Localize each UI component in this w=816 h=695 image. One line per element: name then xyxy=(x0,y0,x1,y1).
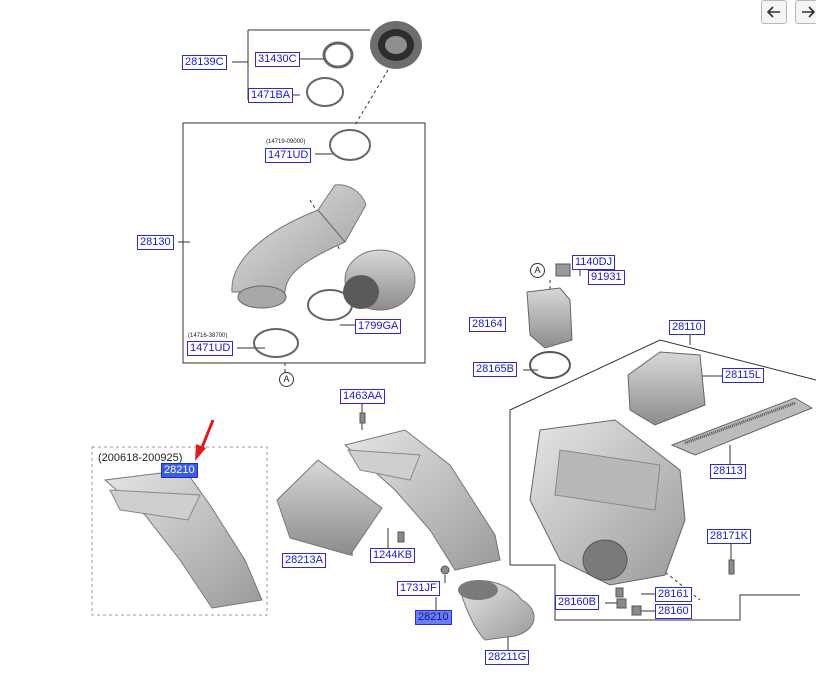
air-cleaner-assembly-part xyxy=(529,351,814,586)
part-label-28139C[interactable]: 28139C xyxy=(182,55,227,70)
bottom-clamp-note: (14716-38700) xyxy=(188,333,228,339)
arrow-right-icon xyxy=(802,6,816,18)
part-label-1463AA[interactable]: 1463AA xyxy=(340,389,386,404)
part-label-28164[interactable]: 28164 xyxy=(469,317,506,332)
part-label-28165B[interactable]: 28165B xyxy=(473,362,517,377)
duct-cover-part xyxy=(276,459,383,556)
hose-clamps xyxy=(253,41,371,358)
variant-date-range: (200618-200925) xyxy=(98,452,183,464)
part-label-28130[interactable]: 28130 xyxy=(137,235,174,250)
red-pointer-arrow xyxy=(195,419,215,461)
part-label-28113[interactable]: 28113 xyxy=(710,464,746,479)
arrow-left-icon xyxy=(766,6,780,18)
part-label-1731JF[interactable]: 1731JF xyxy=(397,581,440,596)
part-label-28161[interactable]: 28161 xyxy=(655,587,692,602)
part-label-28115L[interactable]: 28115L xyxy=(722,368,764,383)
detail-a-sensor-marker: A xyxy=(530,263,545,278)
part-label-28160B[interactable]: 28160B xyxy=(555,595,599,610)
part-label-28213A[interactable]: 28213A xyxy=(282,553,326,568)
part-label-28210-lower[interactable]: 28210 xyxy=(415,610,452,625)
part-label-1244KB[interactable]: 1244KB xyxy=(370,548,416,563)
part-label-1471UD-bottom[interactable]: 1471UD xyxy=(187,341,234,356)
variant-group-frame xyxy=(91,446,268,616)
part-label-1799GA[interactable]: 1799GA xyxy=(355,319,402,334)
part-label-28211G[interactable]: 28211G xyxy=(485,650,530,665)
bolts-and-grommets xyxy=(359,412,735,616)
resonator-elbow-part xyxy=(458,580,535,641)
part-label-1471UD-top[interactable]: 1471UD xyxy=(265,148,312,163)
part-label-1140DJ[interactable]: 1140DJ xyxy=(572,255,616,270)
air-duct-boot-part xyxy=(370,21,422,69)
part-label-28160[interactable]: 28160 xyxy=(655,604,692,619)
detail-a-marker: A xyxy=(279,372,294,387)
forward-button[interactable] xyxy=(795,0,816,24)
air-intake-duct-variant-part xyxy=(103,469,263,609)
part-label-28171K[interactable]: 28171K xyxy=(707,529,751,544)
part-label-1471BA[interactable]: 1471BA xyxy=(248,88,294,103)
part-label-28210-selected[interactable]: 28210 xyxy=(161,463,198,478)
air-intake-duct-part xyxy=(343,429,501,571)
intake-hose-part xyxy=(231,184,416,311)
part-label-31430C[interactable]: 31430C xyxy=(255,52,300,67)
top-clamp-note: (14719-09000) xyxy=(266,139,306,145)
back-button[interactable] xyxy=(761,0,787,24)
intake-hose-group-frame xyxy=(182,122,426,364)
part-label-28110[interactable]: 28110 xyxy=(669,320,705,335)
part-label-91931[interactable]: 91931 xyxy=(588,270,625,285)
air-cleaner-frame-top xyxy=(509,339,816,411)
airflow-sensor-part xyxy=(526,263,573,379)
air-cleaner-frame-bottom xyxy=(509,410,800,621)
